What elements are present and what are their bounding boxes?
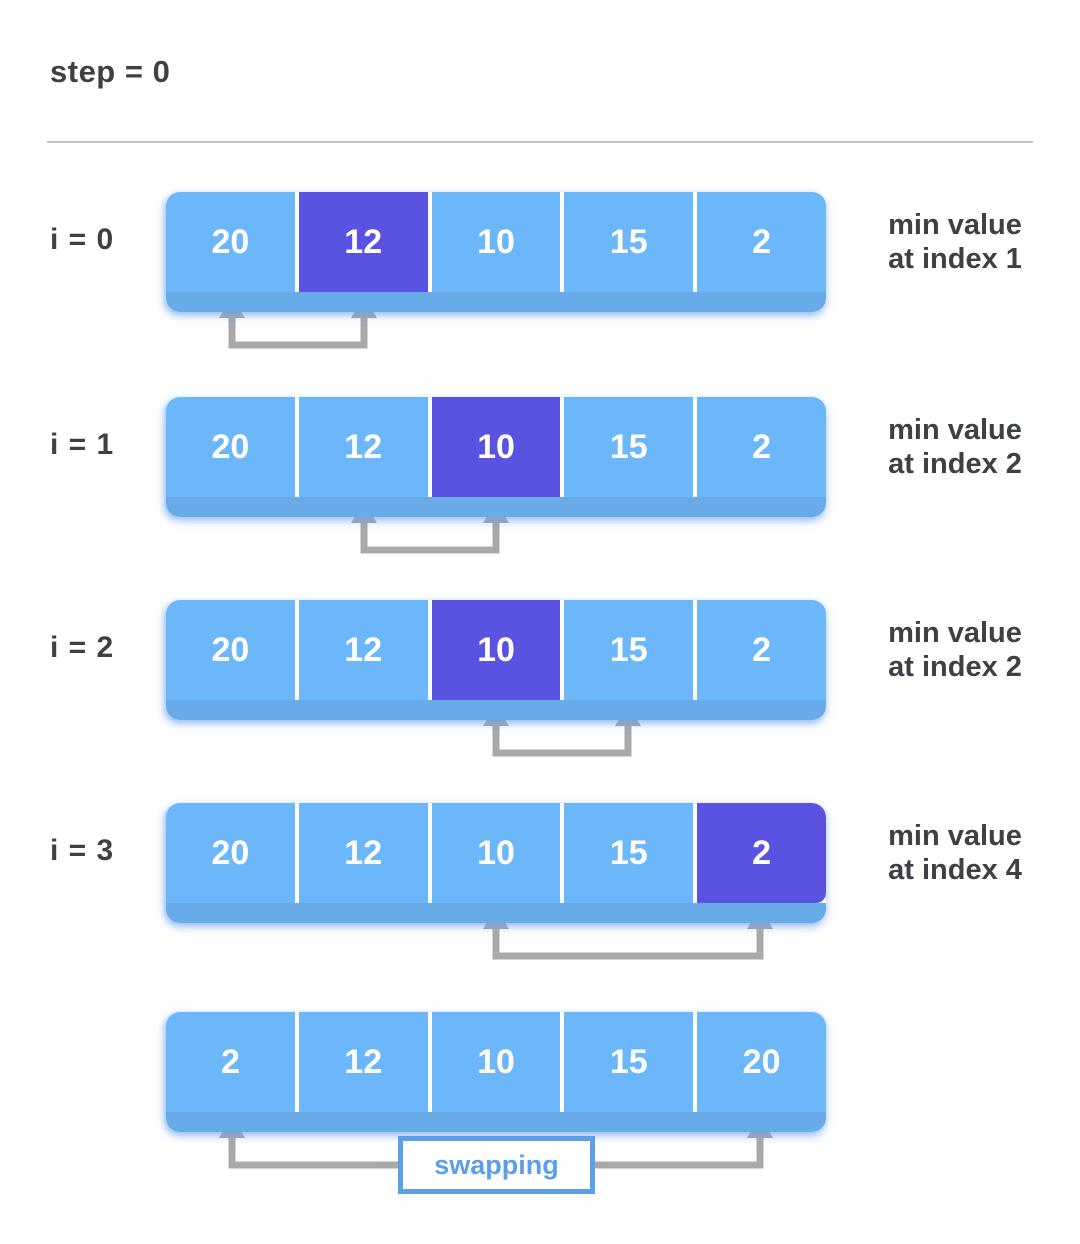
array-cell: 20: [166, 803, 295, 903]
array-cell: 20: [166, 397, 295, 497]
array-cells: 20 12 10 15 2: [166, 803, 826, 903]
array-cell: 12: [294, 803, 428, 903]
array-cell: 20: [166, 600, 295, 700]
min-value-note-line1: min value: [888, 414, 1022, 446]
array-bar: 20 12 10 15 2: [166, 397, 826, 517]
bar-bottom-strip: [166, 1112, 826, 1132]
array-bar: 2 12 10 15 20: [166, 1012, 826, 1132]
array-cell: 10: [427, 192, 561, 292]
array-cell: 2: [166, 1012, 295, 1112]
array-cell: 15: [560, 192, 694, 292]
array-cell: 15: [560, 397, 694, 497]
cell-value: 2: [752, 222, 772, 261]
array-cells: 20 12 10 15 2: [166, 192, 826, 292]
cell-value: 20: [211, 833, 250, 872]
array-cell: 15: [560, 1012, 694, 1112]
cell-value: 10: [477, 427, 515, 466]
cell-value: 12: [344, 833, 383, 872]
array-cell: 20: [166, 192, 295, 292]
bar-bottom-strip: [166, 903, 826, 923]
array-cell: 2: [693, 192, 826, 292]
array-cells: 2 12 10 15 20: [166, 1012, 826, 1112]
row-index-label: i = 3: [50, 834, 115, 867]
array-bar: 20 12 10 15 2: [166, 600, 826, 720]
array-cell: 15: [560, 600, 694, 700]
cell-value: 20: [211, 630, 250, 669]
array-cell-highlighted: 10: [427, 600, 561, 700]
array-cell: 2: [693, 397, 826, 497]
array-cell: 10: [427, 1012, 561, 1112]
min-value-note-line1: min value: [888, 820, 1022, 852]
row-index-label: i = 1: [50, 428, 115, 461]
step-label: step = 0: [50, 54, 171, 89]
cell-value: 20: [742, 1042, 781, 1081]
cell-value: 15: [609, 427, 648, 466]
min-value-note-line1: min value: [888, 617, 1022, 649]
cell-value: 2: [220, 1042, 240, 1081]
array-cell: 20: [693, 1012, 826, 1112]
cell-value: 12: [344, 630, 383, 669]
cell-value: 15: [609, 1042, 648, 1081]
cell-value: 10: [477, 222, 515, 261]
bar-bottom-strip: [166, 700, 826, 720]
min-value-note-line2: at index 2: [888, 448, 1022, 480]
min-value-note-line2: at index 4: [888, 854, 1022, 886]
array-cell-highlighted: 2: [693, 803, 826, 903]
array-cells: 20 12 10 15 2: [166, 397, 826, 497]
row-index-label: i = 2: [50, 631, 115, 664]
cell-value: 10: [477, 630, 515, 669]
array-cell: 12: [294, 1012, 428, 1112]
bar-bottom-strip: [166, 292, 826, 312]
cell-value: 12: [344, 427, 383, 466]
cell-value: 20: [211, 222, 250, 261]
swapping-box: swapping: [398, 1136, 595, 1194]
cell-value: 10: [477, 833, 515, 872]
cell-value: 15: [609, 630, 648, 669]
cell-value: 20: [211, 427, 250, 466]
cell-value: 2: [752, 427, 772, 466]
cell-value: 10: [477, 1042, 515, 1081]
array-cell: 2: [693, 600, 826, 700]
min-value-note-line1: min value: [888, 209, 1022, 241]
array-cell: 12: [294, 397, 428, 497]
array-cell: 12: [294, 600, 428, 700]
min-value-note-line2: at index 2: [888, 651, 1022, 683]
cell-value: 15: [609, 833, 648, 872]
array-cell-highlighted: 12: [294, 192, 428, 292]
cell-value: 12: [344, 1042, 383, 1081]
swapping-label: swapping: [434, 1149, 559, 1180]
divider-line: [47, 141, 1033, 143]
cell-value: 12: [344, 222, 383, 261]
cell-value: 2: [752, 630, 772, 669]
cell-value: 15: [609, 222, 648, 261]
array-cell: 15: [560, 803, 694, 903]
array-cells: 20 12 10 15 2: [166, 600, 826, 700]
row-index-label: i = 0: [50, 223, 115, 256]
array-bar: 20 12 10 15 2: [166, 803, 826, 923]
array-cell-highlighted: 10: [427, 397, 561, 497]
cell-value: 2: [752, 833, 772, 872]
min-value-note-line2: at index 1: [888, 243, 1022, 275]
array-cell: 10: [427, 803, 561, 903]
bar-bottom-strip: [166, 497, 826, 517]
array-bar: 20 12 10 15 2: [166, 192, 826, 312]
